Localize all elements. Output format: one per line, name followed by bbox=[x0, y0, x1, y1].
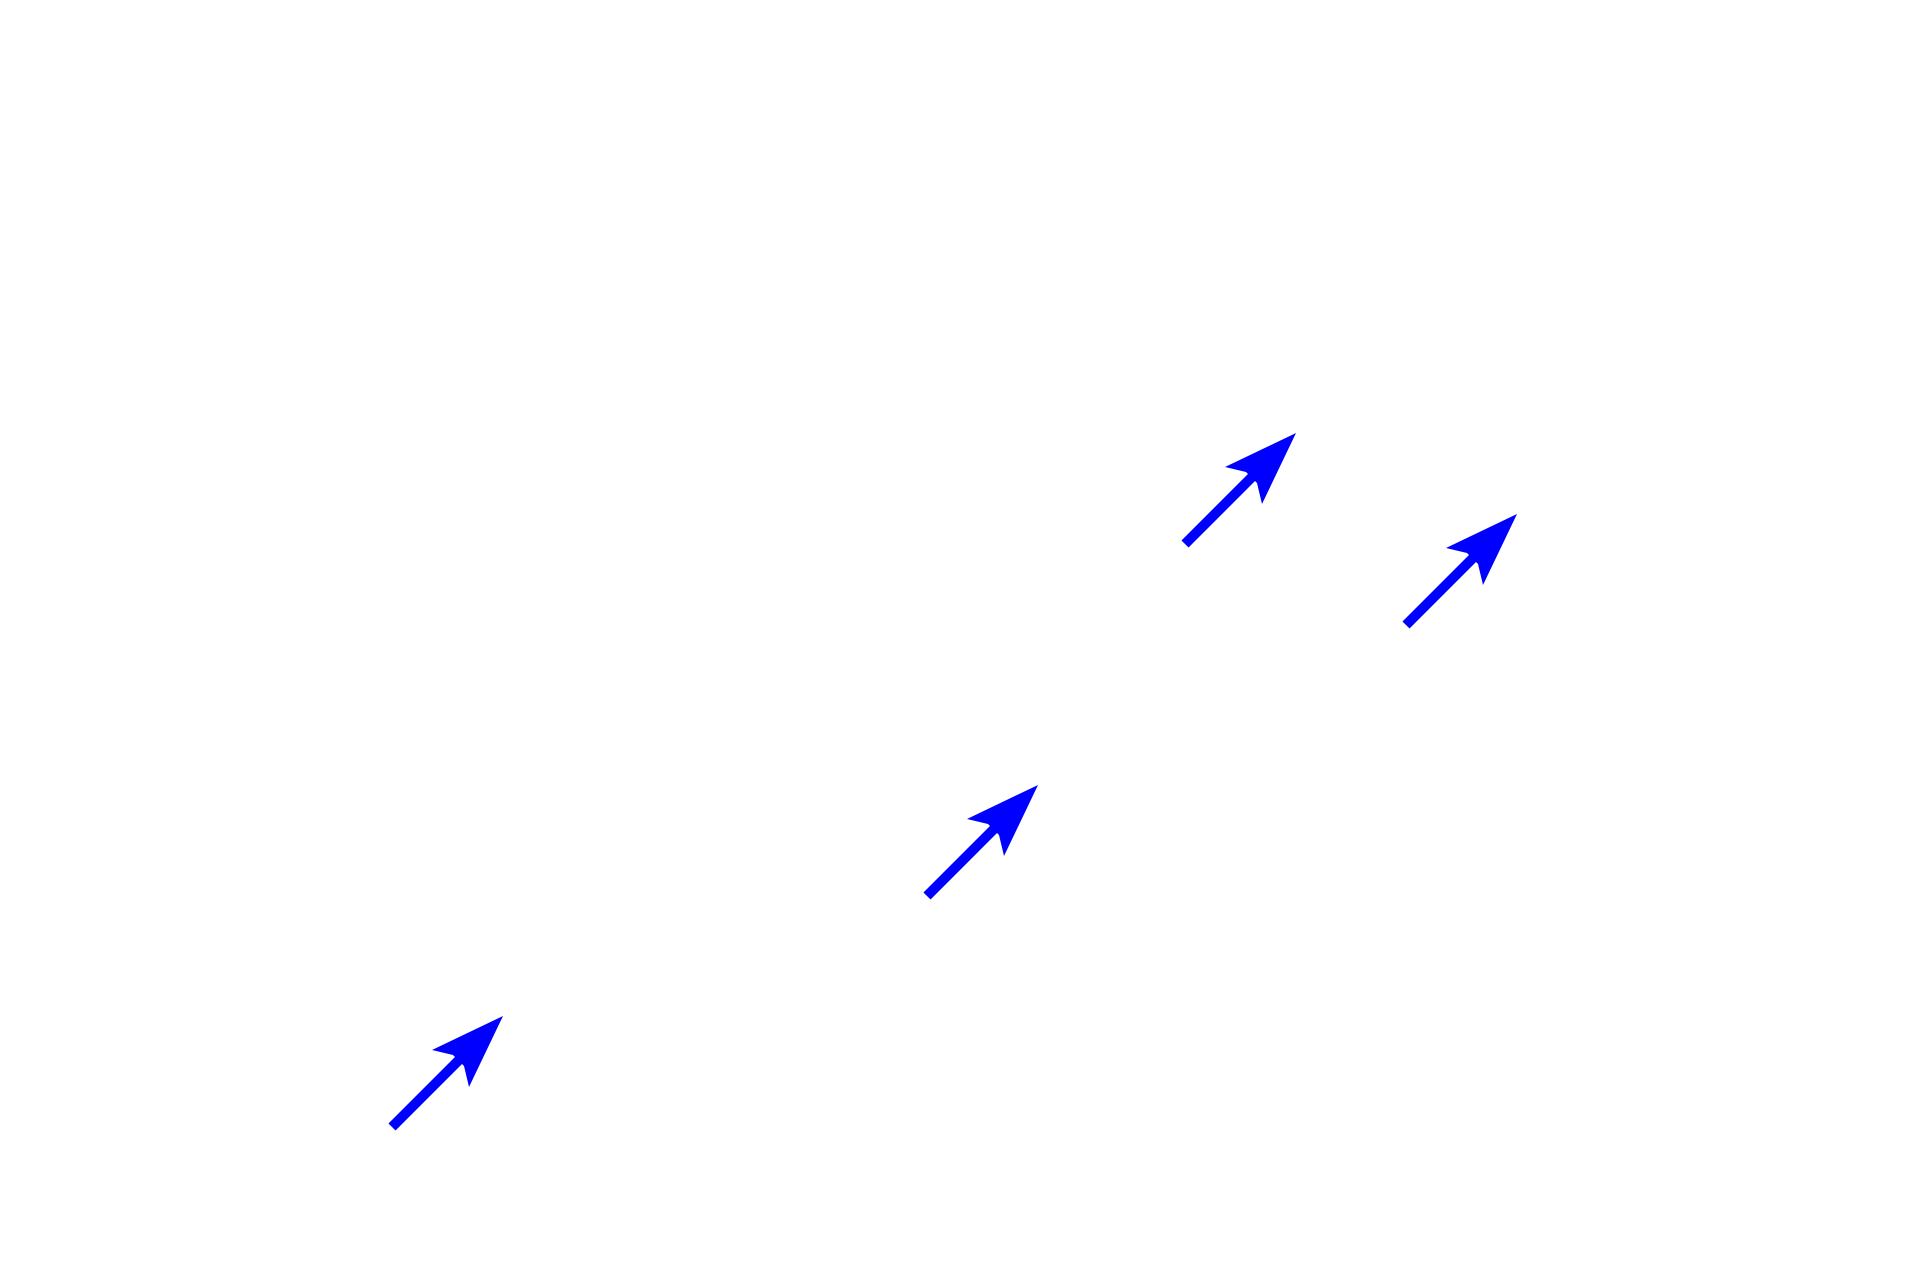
arrow-up-right-icon bbox=[1181, 433, 1296, 548]
arrow-up-right-icon bbox=[923, 785, 1038, 900]
arrow-up-right-icon bbox=[1402, 514, 1517, 629]
arrow-head bbox=[967, 785, 1038, 856]
arrow-head bbox=[1446, 514, 1517, 585]
arrow-shaft bbox=[388, 1052, 467, 1131]
arrow-shaft bbox=[923, 821, 1002, 900]
arrow-head bbox=[432, 1016, 503, 1087]
arrow-head bbox=[1225, 433, 1296, 504]
arrow-shaft bbox=[1181, 469, 1260, 548]
arrow-up-right-icon bbox=[388, 1016, 503, 1131]
arrow-shaft bbox=[1402, 550, 1481, 629]
